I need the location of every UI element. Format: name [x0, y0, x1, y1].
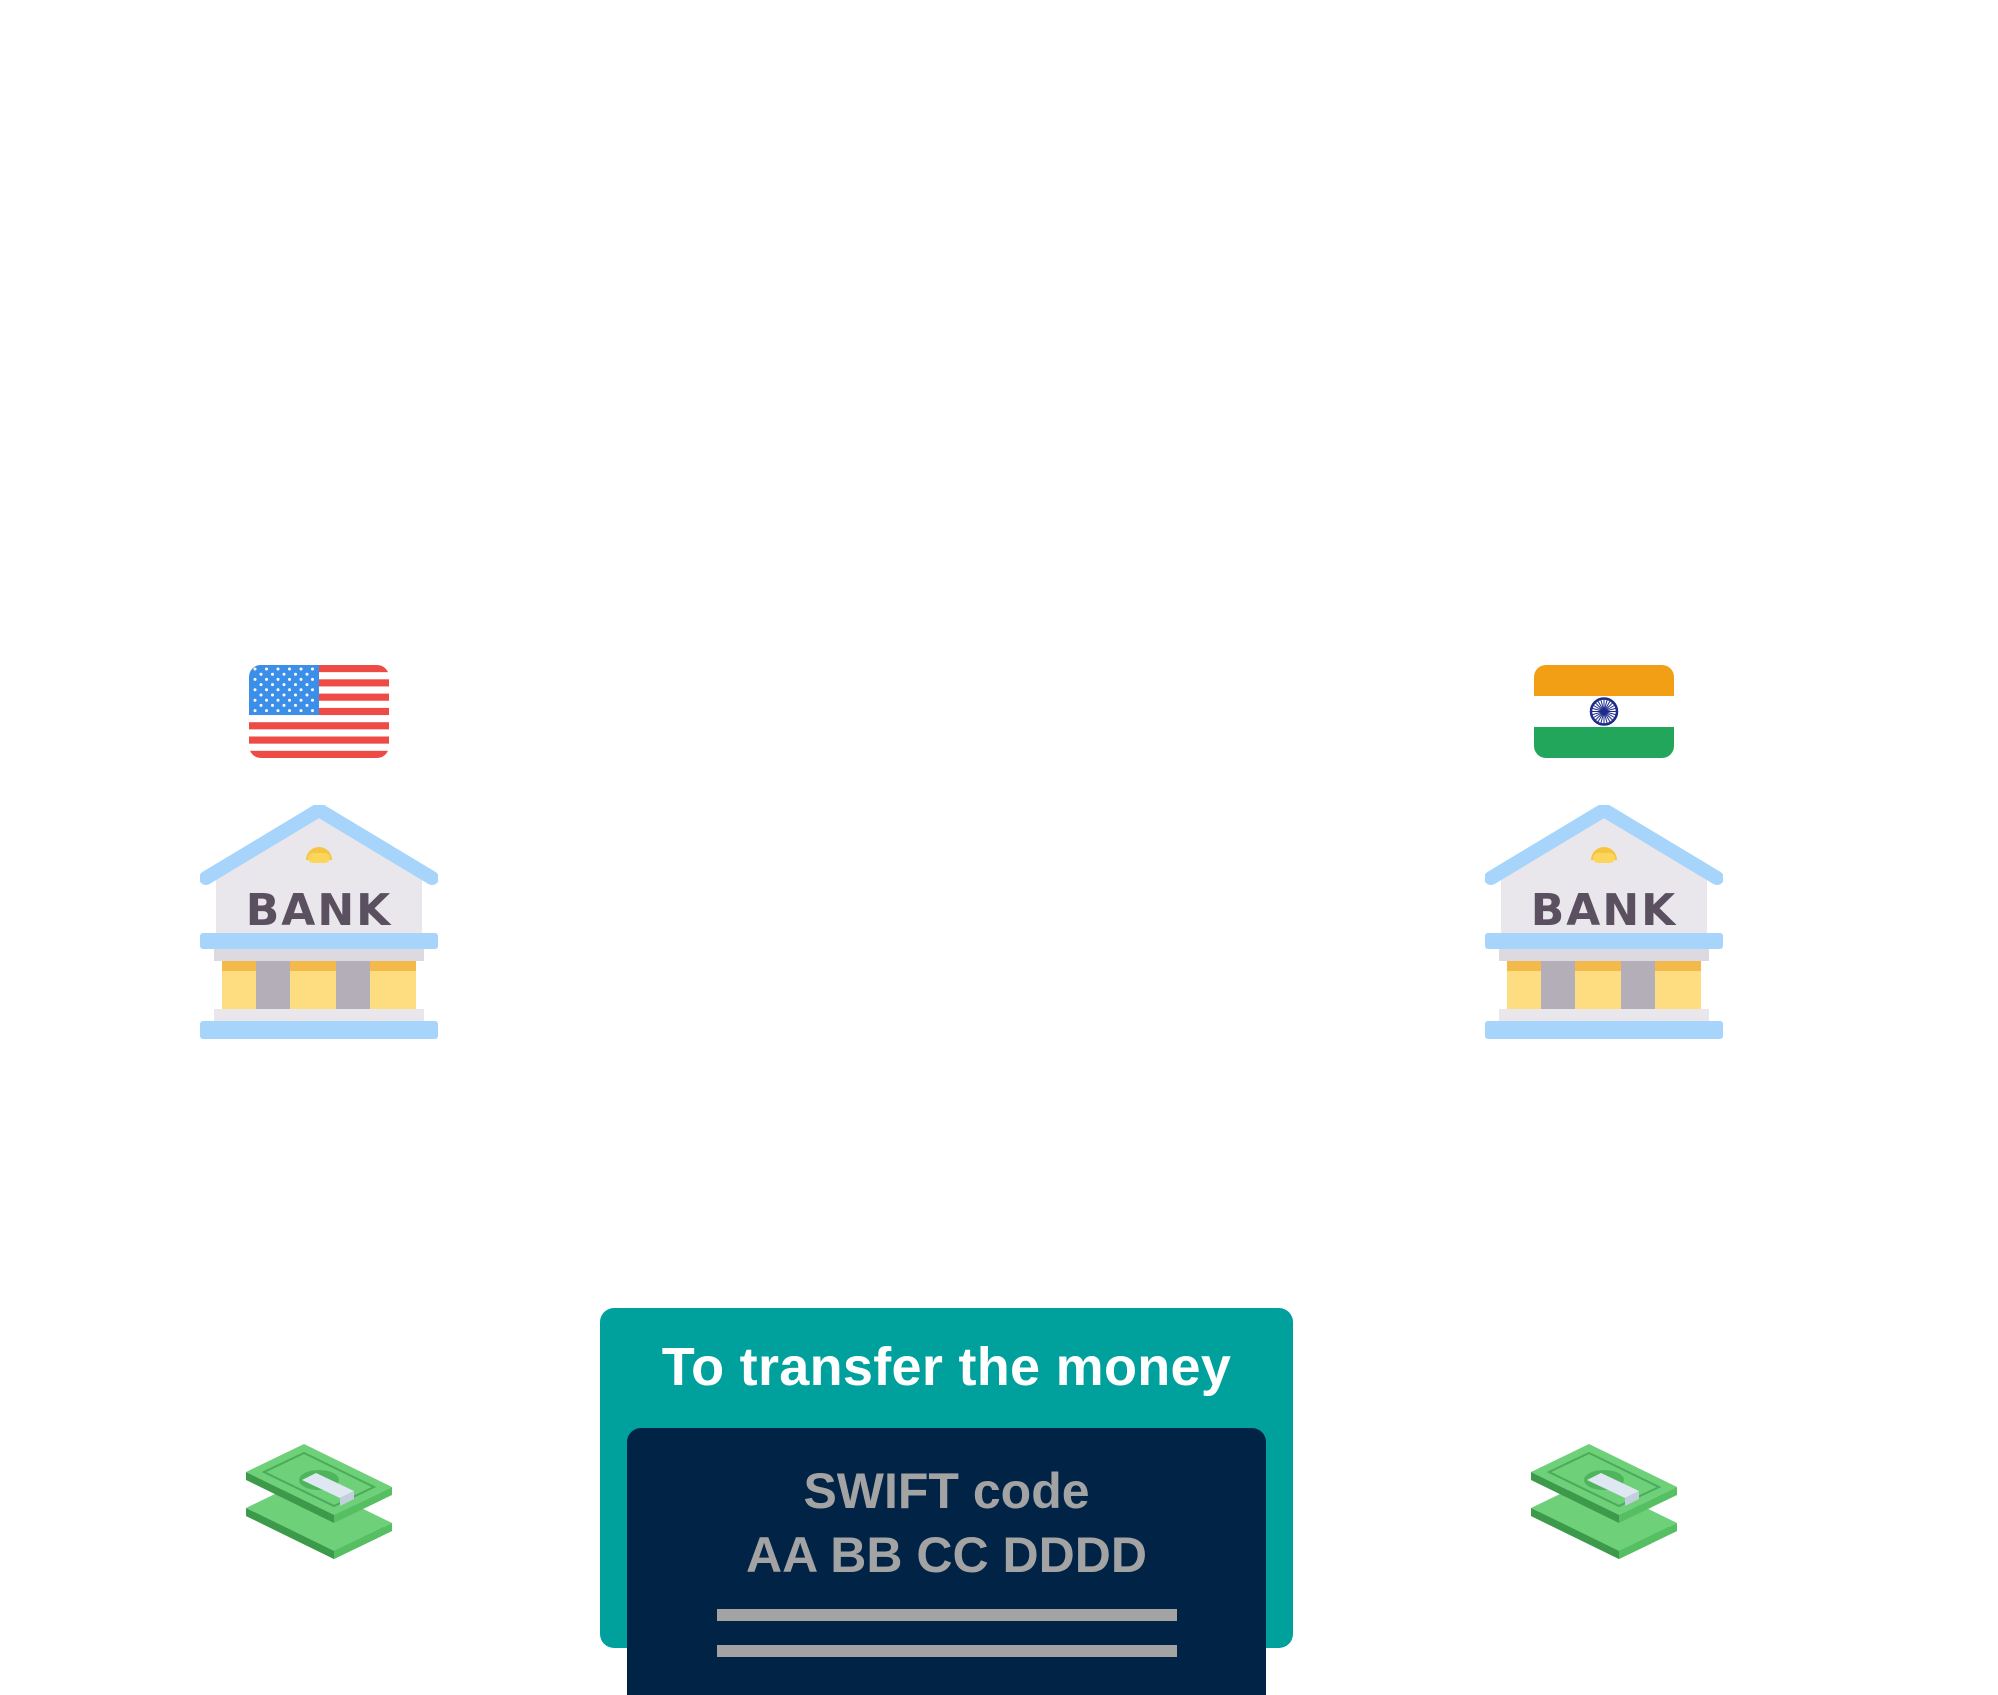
bank-icon: BANK	[1485, 805, 1723, 1039]
swift-code-label: SWIFT code	[803, 1463, 1090, 1519]
swift-code-value: AA BB CC DDDD	[746, 1527, 1147, 1583]
placeholder-line	[717, 1645, 1177, 1657]
money-stack-icon	[1531, 1444, 1677, 1559]
bank-icon: BANK	[200, 805, 438, 1039]
money-stack-icon	[246, 1444, 392, 1559]
bank-sign: BANK	[246, 885, 393, 936]
swift-code-panel: SWIFT code AA BB CC DDDD	[627, 1428, 1266, 1695]
us-flag-icon	[249, 665, 389, 758]
card-title: To transfer the money	[661, 1337, 1232, 1397]
bank-sign: BANK	[1531, 885, 1678, 936]
placeholder-line	[717, 1609, 1177, 1621]
india-flag-icon	[1534, 665, 1674, 758]
